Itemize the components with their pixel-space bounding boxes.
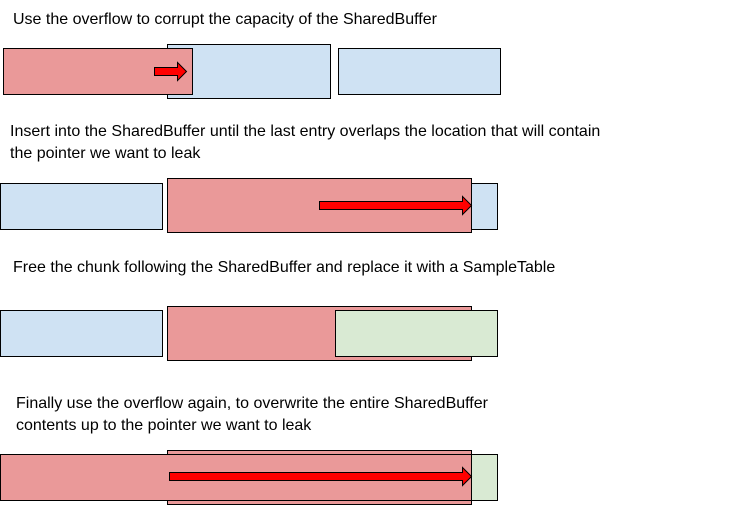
- step-3-caption: Free the chunk following the SharedBuffe…: [13, 259, 556, 276]
- previous-chunk: [0, 183, 163, 230]
- step-4-caption-line-2: contents up to the pointer we want to le…: [16, 417, 312, 434]
- shared-buffer-chunk: [167, 44, 331, 99]
- step-2-caption-line-1: Insert into the SharedBuffer until the l…: [10, 123, 601, 140]
- overwrite-arrow-icon: [169, 466, 473, 487]
- previous-chunk: [0, 310, 163, 357]
- step-1-caption: Use the overflow to corrupt the capacity…: [13, 11, 437, 28]
- overflow-arrow-icon: [154, 61, 188, 82]
- sample-table-chunk: [335, 310, 498, 357]
- step-2-caption-line-2: the pointer we want to leak: [10, 145, 201, 162]
- insert-arrow-icon: [319, 195, 473, 216]
- step-4-caption-line-1: Finally use the overflow again, to overw…: [16, 395, 488, 412]
- next-chunk: [338, 48, 501, 95]
